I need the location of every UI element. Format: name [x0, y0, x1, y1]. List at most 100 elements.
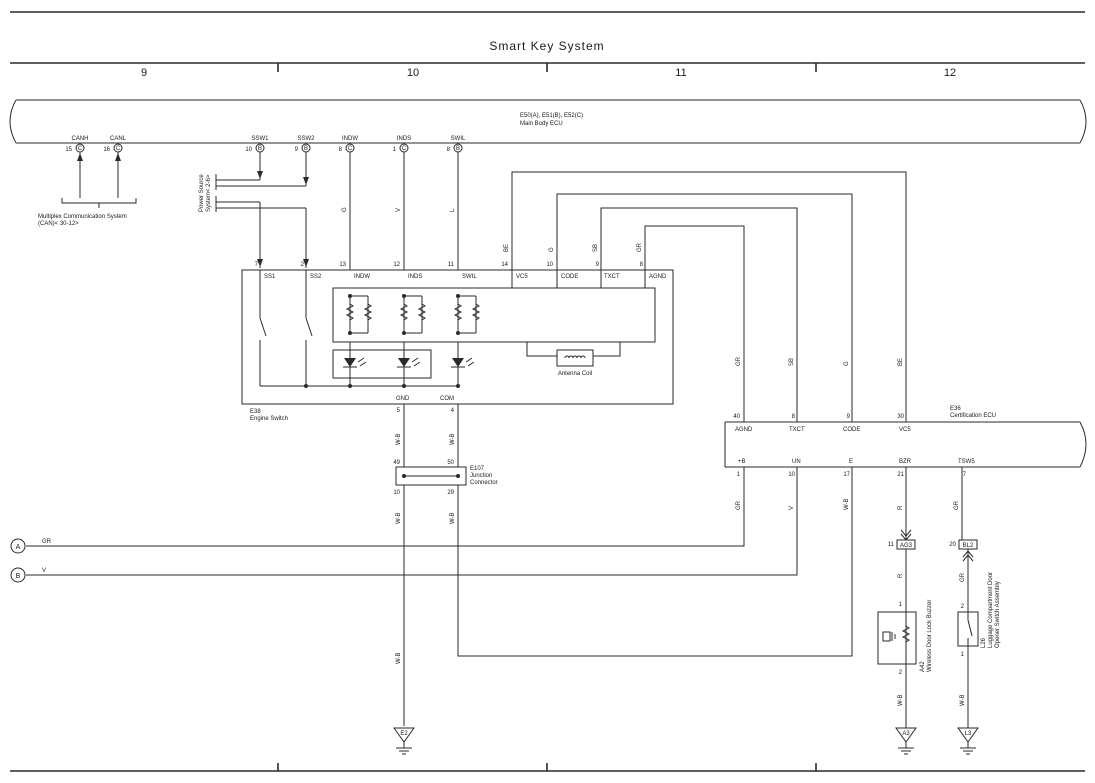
pin-name: UN [792, 459, 801, 465]
resistor [453, 295, 481, 334]
pin-number: 13 [339, 262, 346, 268]
pin-number: 1 [961, 652, 965, 658]
main-body-ecu: E50(A), E51(B), E52(C) Main Body ECU CAN… [9, 99, 1087, 153]
pin-number: 49 [393, 460, 400, 466]
pin-name: E [849, 459, 853, 465]
pin-name: VC5 [516, 274, 528, 280]
pin-number: 29 [447, 490, 454, 496]
pin-number: 12 [393, 262, 400, 268]
connector-letter: C [78, 146, 83, 152]
wire-color: GR [736, 356, 742, 366]
wire-color: V [42, 568, 46, 574]
ground-point-e2: E2 [393, 727, 415, 755]
offpage-label: A [16, 544, 21, 551]
wire-color: GR [42, 539, 52, 545]
wire-color: GR [736, 500, 742, 510]
wire-color: BE [898, 358, 904, 366]
multiplex-note: Multiplex Communication System [38, 214, 127, 220]
pin-number: 11 [888, 542, 895, 548]
pin-number: 5 [397, 408, 401, 414]
wire-color: R [898, 573, 904, 578]
pin-name: INDS [397, 136, 411, 142]
pin-name: INDW [354, 274, 370, 280]
led [397, 357, 421, 368]
wire-color: G [549, 247, 555, 252]
pin-number: 8 [792, 414, 796, 420]
pin-name: BZR [899, 459, 912, 465]
pin-number: 11 [448, 262, 455, 268]
engine-switch: 7 SS1 2 SS2 13 INDW 12 INDS 11 SWIL 14 V… [241, 262, 674, 422]
pin-name: AGND [735, 427, 753, 433]
offpage-label: B [16, 573, 21, 580]
pin-name: INDW [342, 136, 358, 142]
pin-number: 15 [65, 147, 72, 153]
component-code: E38 [250, 409, 261, 415]
connector-code: BL2 [963, 543, 974, 549]
resistor [399, 295, 427, 334]
certification-ecu-wires: GR V W-B R GR [26, 467, 963, 576]
pin-number: 7 [963, 472, 967, 478]
wire-color: GR [954, 500, 960, 510]
pin-number: 30 [897, 414, 904, 420]
pin-number: 9 [847, 414, 851, 420]
pin-number: 16 [103, 147, 110, 153]
pin-number: 2 [961, 604, 965, 610]
wire-color: W-B [396, 652, 402, 664]
antenna-coil-label: Antenna Coil [558, 371, 592, 377]
column-number: 9 [141, 67, 147, 79]
ground-wires: W-B W-B [396, 404, 459, 467]
wire-color: W-B [844, 498, 850, 510]
pin-name: TXCT [604, 274, 620, 280]
ground-label: E2 [400, 731, 408, 737]
offpage-connector-a: A GR [10, 538, 52, 554]
luggage-compartment-door-opener-switch: 2 1 W-B L26 Luggage Compartment Door Ope… [957, 572, 1001, 728]
wire-color: V [789, 506, 795, 510]
component-name: Connector [470, 480, 498, 486]
component-code: E107 [470, 466, 485, 472]
power-source-note: Power Source [199, 174, 205, 212]
wire-color: W-B [396, 433, 402, 445]
pin-number: 10 [546, 262, 553, 268]
pin-name: CODE [843, 427, 860, 433]
component-name: Certification ECU [950, 413, 996, 419]
connector-letter: C [402, 146, 407, 152]
pin-number: 10 [788, 472, 795, 478]
component-code: A42 [920, 661, 926, 672]
wire-color: GR [637, 242, 643, 252]
pin-name: SWIL [462, 274, 477, 280]
pin-number: 2 [301, 262, 305, 268]
ground-label: A3 [902, 731, 910, 737]
component-name: Engine Switch [250, 416, 288, 422]
main-body-ecu-name: Main Body ECU [520, 121, 563, 127]
pin-number: 1 [393, 147, 397, 153]
wire-color: W-B [450, 512, 456, 524]
ground-label: L3 [965, 731, 972, 737]
wire-color: G [342, 207, 348, 212]
component-code: L26 [981, 637, 987, 648]
pin-number: 10 [393, 490, 400, 496]
component-name: Junction [470, 473, 492, 479]
pin-number: 14 [501, 262, 508, 268]
pin-name: +B [738, 459, 746, 465]
pin-name: SSW2 [297, 136, 315, 142]
pin-name: SS1 [264, 274, 276, 280]
power-source-link: Power Source System< 2-6> [199, 152, 309, 268]
wire-color: R [898, 505, 904, 510]
page-title: Smart Key System [489, 39, 604, 53]
pin-name: CODE [561, 274, 578, 280]
pin-name: TXCT [789, 427, 805, 433]
pin-name: SS2 [310, 274, 322, 280]
pin-name: VC5 [899, 427, 911, 433]
pin-name: SSW1 [251, 136, 269, 142]
component-name: Opener Switch Assembly [995, 581, 1001, 648]
pin-number: 10 [245, 147, 252, 153]
pin-name: AGND [649, 274, 667, 280]
component-name: Wireless Door Lock Buzzer [927, 600, 933, 672]
pin-number: 20 [949, 542, 956, 548]
pin-name: CANL [110, 136, 127, 142]
antenna-wires: BE G SB GR GR SB G BE [504, 171, 907, 422]
led [451, 357, 475, 368]
connector-ag3: 11 AG3 R [888, 529, 916, 612]
pin-number: 40 [733, 414, 740, 420]
pin-name: SWIL [451, 136, 466, 142]
